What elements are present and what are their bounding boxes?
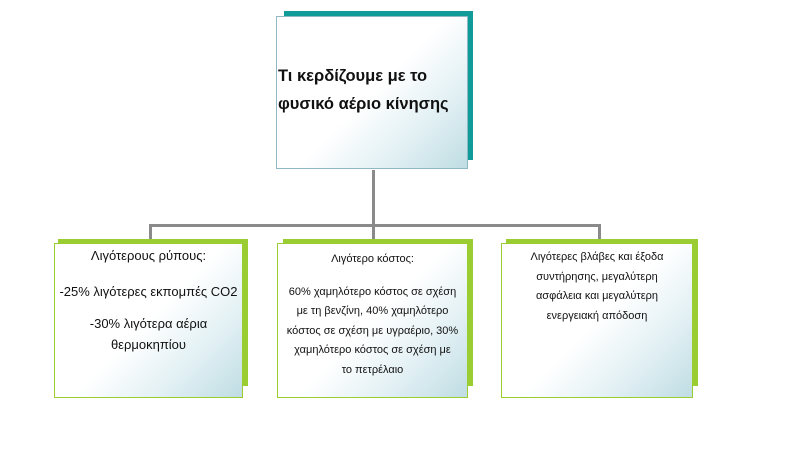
root-line-2: φυσικό αέριο κίνησης xyxy=(278,95,449,113)
connector-vertical-left xyxy=(149,224,152,241)
child-1-title: Λιγότερους ρύπους: xyxy=(90,248,207,263)
child-3-line-2: συντήρησης, μεγαλύτερη xyxy=(536,270,658,283)
child-node-1: Λιγότερους ρύπους: -25% λιγότερες εκπομπ… xyxy=(54,243,243,398)
child-2-line-4: χαμηλότερο κόστος σε σχέση με xyxy=(294,344,451,356)
child-2-line-3: κόστος σε σχέση με υγραέριο, 30% xyxy=(286,324,459,337)
child-2-line-2: με τη βενζίνη, 40% χαμηλότερο xyxy=(296,305,449,317)
root-node-text: Τι κερδίζουμε με το φυσικό αέριο κίνησης xyxy=(277,62,468,118)
child-node-3: Λιγότερες βλάβες και έξοδα συντήρησης, μ… xyxy=(501,243,693,398)
root-line-1: Τι κερδίζουμε με το xyxy=(278,67,428,85)
child-3-line-1: Λιγότερες βλάβες και έξοδα xyxy=(530,251,664,263)
child-2-line-1: 60% χαμηλότερο κόστος σε σχέση xyxy=(288,285,457,298)
root-node: Τι κερδίζουμε με το φυσικό αέριο κίνησης xyxy=(276,16,468,169)
child-1-line-3: θερμοκηπίου xyxy=(110,337,187,352)
connector-vertical-middle xyxy=(372,224,375,241)
child-2-line-5: το πετρέλαιο xyxy=(341,363,404,376)
connector-horizontal xyxy=(149,224,601,227)
child-1-line-2: -30% λιγότερα αέρια xyxy=(89,316,208,331)
connector-vertical-right xyxy=(598,224,601,241)
child-3-line-3: ασφάλεια και μεγαλύτερη xyxy=(535,290,659,302)
child-2-title: Λιγότερο κόστος: xyxy=(331,253,414,265)
connector-vertical-root xyxy=(372,170,375,226)
child-node-2: Λιγότερο κόστος: 60% χαμηλότερο κόστος σ… xyxy=(277,243,468,398)
child-1-line-1: -25% λιγότερες εκπομπές CO2 xyxy=(59,284,238,299)
child-3-line-4: ενεργειακή απόδοση xyxy=(546,309,648,322)
